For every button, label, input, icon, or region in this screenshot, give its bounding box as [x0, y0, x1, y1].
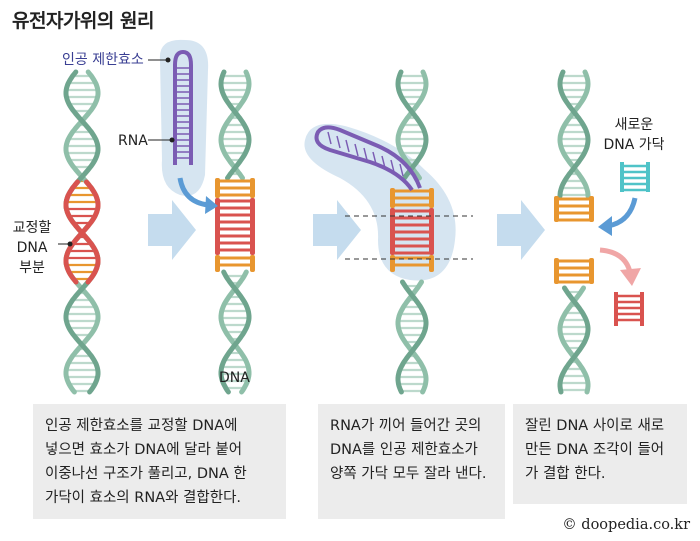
strand-segment: [250, 198, 255, 255]
enzyme-pointer-dot: [165, 57, 171, 63]
helix-strand: [557, 285, 591, 395]
rna-rung: [336, 135, 341, 149]
enzyme-blobs: [159, 39, 456, 281]
strand-segment: [215, 178, 220, 198]
strand-segment: [589, 196, 594, 222]
step-arrows: [148, 200, 545, 260]
dna-helix: [557, 69, 591, 199]
rna-rung: [327, 131, 332, 145]
new-strand-label: 새로운 DNA 가닥: [594, 115, 674, 155]
rna-rung: [399, 163, 404, 177]
insert-arrow: [607, 197, 638, 229]
rna-rung: [390, 159, 395, 173]
strand-segment: [589, 258, 594, 284]
strand-segment: [429, 255, 434, 272]
strand-segment: [429, 188, 434, 208]
helix-strand: [218, 69, 252, 181]
strand-segment: [250, 255, 255, 272]
caption-line: DNA를 인공 제한효소가: [330, 442, 478, 458]
helix-strand: [218, 269, 252, 395]
enzyme-label: 인공 제한효소: [62, 52, 144, 68]
caption-step1: 인공 제한효소를 교정할 DNA에 넣으면 효소가 DNA에 달라 붙어 이중나…: [33, 404, 286, 519]
new-strand-line2: DNA 가닥: [603, 137, 665, 153]
curve-arrow: [177, 177, 209, 208]
strand-segment: [429, 208, 434, 255]
rna-hairpin: [173, 49, 193, 165]
caption-line: 인공 제한효소를 교정할 DNA에: [45, 418, 238, 434]
rna-rung: [354, 143, 359, 157]
step-arrow: [148, 200, 196, 260]
new-strand-line1: 새로운: [614, 117, 654, 133]
rna-rung: [372, 151, 377, 165]
dna-label: DNA: [219, 370, 250, 386]
helix-strand: [395, 279, 429, 395]
helix-strand: [557, 69, 591, 199]
caption-line: 가 결합 한다.: [525, 466, 606, 482]
dna-helix: [395, 279, 429, 395]
caption-line: 가닥이 효소의 RNA와 결합한다.: [45, 490, 242, 506]
rna-rung: [381, 155, 386, 169]
cut-section: [390, 188, 434, 272]
caption-line: 만든 DNA 조각이 들어: [525, 442, 665, 458]
target-label-line3: 부분: [19, 260, 45, 276]
caption-step2: RNA가 끼어 들어간 곳의 DNA를 인공 제한효소가 양쪽 가닥 모두 잘라…: [318, 404, 505, 519]
helix-strand: [395, 69, 429, 181]
dna-helix: [218, 269, 252, 395]
helix-strand: [218, 269, 252, 395]
unwound-section: [215, 178, 255, 272]
caption-line: 이중나선 구조가 풀리고, DNA 한: [45, 466, 247, 482]
cut-end-bottom: [554, 258, 594, 284]
strand-segment: [215, 198, 220, 255]
remove-arrow: [599, 247, 633, 273]
copyright: © doopedia.co.kr: [562, 517, 690, 533]
target-dna-label: 교정할 DNA 부분: [6, 218, 58, 278]
dna-helix: [557, 285, 591, 395]
dna-helix: [218, 69, 252, 181]
diagram-details: [58, 49, 650, 326]
strand-segment: [215, 255, 220, 272]
rna-in-enzyme: [314, 125, 422, 192]
remove-arrow-head: [620, 268, 641, 286]
helix-strand: [218, 69, 252, 181]
caption-line: 잘린 DNA 사이로 새로: [525, 418, 665, 434]
enzyme-blob: [304, 123, 456, 281]
enzyme-blob: [159, 39, 209, 196]
page-title: 유전자가위의 원리: [12, 10, 154, 32]
curve-arrow-head: [205, 196, 218, 214]
step-arrow: [313, 200, 361, 260]
dna-helices: [63, 69, 594, 395]
target-pointer-dot: [67, 241, 73, 247]
new-dna-strand: [620, 162, 650, 192]
cut-end-top: [554, 196, 594, 222]
removed-fragment: [614, 292, 644, 326]
helix-strand: [557, 69, 591, 199]
helix-strand: [395, 69, 429, 181]
target-label-line2: DNA: [16, 240, 48, 256]
target-label-line1: 교정할: [12, 220, 52, 236]
rna-strand: [314, 125, 422, 192]
helix-strand: [557, 285, 591, 395]
strand-segment: [554, 196, 559, 222]
helix-strand: [395, 279, 429, 395]
target-strand: [63, 179, 101, 285]
caption-line: 넣으면 효소가 DNA에 달라 붙어: [45, 442, 243, 458]
rna-rung: [363, 147, 368, 161]
step-arrow: [497, 200, 545, 260]
caption-line: RNA가 끼어 들어간 곳의: [330, 418, 482, 434]
strand-segment: [390, 208, 395, 255]
strand-segment: [554, 258, 559, 284]
rna-strand: [173, 49, 193, 165]
rna-label: RNA: [118, 133, 148, 149]
caption-line: 양쪽 가닥 모두 잘라 낸다.: [330, 466, 487, 482]
caption-step3: 잘린 DNA 사이로 새로 만든 DNA 조각이 들어 가 결합 한다.: [513, 404, 687, 504]
insert-arrow-head: [598, 216, 612, 236]
rna-rung: [345, 139, 350, 153]
strand-segment: [390, 188, 395, 208]
strand-segment: [390, 255, 395, 272]
strand-segment: [250, 178, 255, 198]
rna-pointer-dot: [169, 137, 175, 143]
